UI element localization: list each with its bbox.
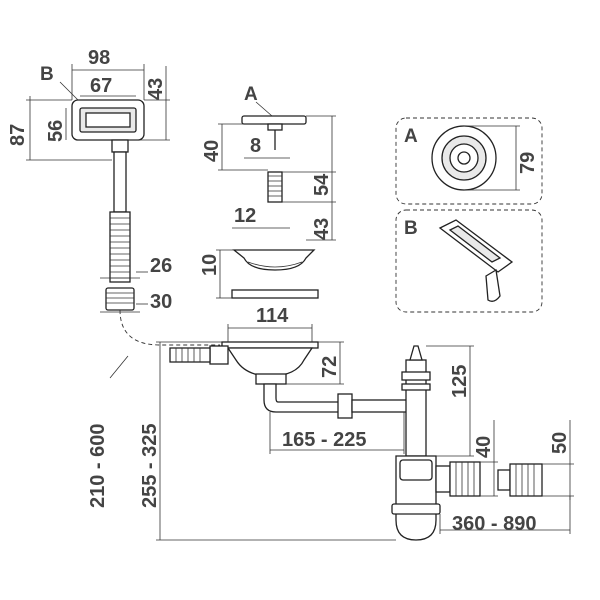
dim-standpipe-height: 125 [449,365,471,398]
hose-connector [169,347,211,363]
dim-extension-length: 360 - 890 [452,513,537,535]
dim-overflow-width: 98 [88,47,110,69]
dim-overflow-height: 43 [145,78,167,100]
dim-overflow-total-height: 87 [7,124,29,146]
overflow-assembly: B 98 67 43 56 87 26 30 210 - 600 [7,47,220,508]
dim-stopper-pin: 8 [250,135,261,157]
dim-outlet-diameter: 50 [549,432,571,454]
dim-hose-fitting-2: 30 [150,291,172,313]
overflow-label: B [40,64,54,85]
strainer-screw [267,171,283,203]
strainer-basket [232,249,316,271]
strainer-label: A [244,84,258,105]
dim-bowl-depth: 72 [319,356,341,378]
dim-detail-a-diameter: 79 [517,152,539,174]
stopper-neck [267,123,283,131]
dim-total-height: 255 - 325 [139,423,161,508]
drain-pipe-curve [263,383,341,413]
detail-b-label: B [404,218,418,239]
bowl [226,347,314,377]
strainer-gasket [231,289,319,299]
overflow-connector [111,139,129,153]
outlet-fitting [435,461,481,497]
dim-screw-length: 12 [234,205,256,227]
hose-dashed-path [119,309,220,346]
dim-pipe-length: 165 - 225 [282,429,367,451]
trap-nut [391,503,441,515]
overflow-inlet-nut [209,345,229,365]
dim-screw-height: 43 [311,218,333,240]
horizontal-pipe [351,399,409,413]
siphon-assembly: 114 72 165 - 225 125 40 50 360 - 890 [139,305,574,541]
bowl-flange [221,341,319,349]
overflow-tube [113,151,127,213]
detail-b-overflow-outlet [485,268,501,302]
dim-outlet-height: 40 [473,436,495,458]
standpipe-tip [409,345,423,361]
detail-box-b: B [395,209,543,313]
detail-a-label: A [404,126,418,147]
detail-box-a: A 79 [395,117,543,205]
overflow-corrugated-hose [109,211,131,283]
dim-hose-fitting-1: 26 [150,255,172,277]
stopper-cap [241,115,307,125]
overflow-nut [105,287,135,311]
dim-overflow-inner-width: 67 [90,75,112,97]
bowl-nut [255,373,287,385]
pipe-joint [337,393,353,419]
dim-basket-height: 10 [199,254,221,276]
dim-hose-length: 210 - 600 [87,423,109,508]
extension-pipe [497,463,543,497]
strainer-parts: A 40 8 54 12 43 [199,84,336,299]
dim-overflow-inner-height: 56 [45,120,67,142]
dim-bowl-width: 114 [256,305,289,327]
dim-stopper-height: 40 [201,140,223,162]
overflow-slot [85,112,131,128]
dim-stopper-total: 54 [311,173,333,196]
